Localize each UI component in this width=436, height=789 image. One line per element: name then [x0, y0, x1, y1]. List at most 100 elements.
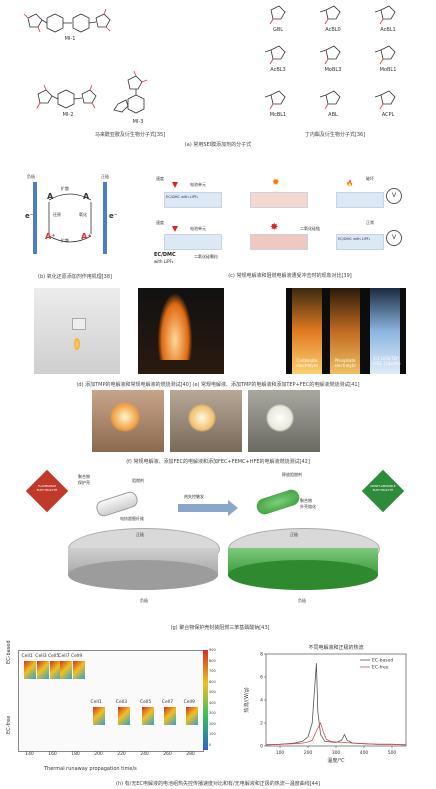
mol-label-mi3: MI-3	[132, 119, 144, 125]
legend-label: EC-free	[372, 665, 389, 671]
speed-label-2: 速度	[156, 220, 164, 225]
x-tick-label: 500	[388, 750, 397, 756]
label-lifsi-tep: 1:2 LiFSI-TEP +FEC (10wt%)	[371, 356, 401, 366]
top-cell-block	[37, 661, 50, 679]
y-tick-label: 8	[260, 652, 263, 658]
shell-label: 聚合物 保护壳	[78, 474, 90, 485]
series-line-ec-free	[265, 721, 407, 746]
colorbar-tick-label: 200	[209, 721, 216, 726]
bottom-cell-block	[185, 707, 198, 725]
x-tick-label: 180	[71, 752, 80, 757]
species-a-right: A	[83, 192, 90, 201]
x-tick-label: 140	[25, 752, 34, 757]
melt-label: 聚合物 外壳熔化	[300, 498, 316, 509]
colorbar-tick-label: 400	[209, 700, 216, 705]
fiber-capsule-right	[254, 487, 302, 517]
retardant-label: 阻燃剂	[132, 478, 144, 483]
caption-f: (f) 常规电解液、添加FEC的电解液和添加FEC+FEMC+HFE的电解液燃烧…	[126, 459, 310, 465]
bottom-cell-block	[141, 707, 154, 725]
caption-right-mol: 丁内酯及衍生物分子式[36]	[304, 132, 366, 138]
photo-tmp-burn	[34, 288, 120, 374]
caption-g: (g) 聚合物保护壳封装阻燃三苯基磷酸钠[43]	[170, 625, 270, 631]
caption-c: (c) 常规电解液和阻燃电解液遭受冲击时的现象对比[39]	[228, 273, 352, 279]
mol-label-mi2: MI-2	[62, 112, 74, 118]
diffuse-bottom: 扩散	[61, 238, 69, 243]
colorbar-tick-label: 800	[209, 658, 216, 663]
electron-left: e⁻	[25, 212, 34, 220]
bottom-cell-label: Cell5	[139, 700, 152, 705]
x-tick-label: 160	[48, 752, 57, 757]
mol-label-gbl: GBL	[272, 27, 284, 33]
mol-label-mobl1: MoBL1	[379, 67, 397, 73]
top-cell-block	[72, 661, 85, 679]
colorbar-tick-label: 0	[209, 742, 212, 747]
y-tick-label: 0	[260, 744, 263, 750]
nonflammable-text: NONFLAMMABLE ELECTROLYTE	[370, 484, 396, 492]
y-tick-label: 4	[260, 698, 263, 704]
lipf6-label: with LiPF₆	[154, 259, 174, 264]
flammable-text: FLAMMABLE ELECTROLYTE	[36, 484, 58, 492]
panel-c: EC/DMC with LiPF₆ 速度 电池单元 破坏 ✹ 🔥 V 速度 电池…	[150, 172, 420, 270]
bottom-cell-block	[117, 707, 130, 725]
x-tick-label: 280	[186, 752, 195, 757]
reduce-label: 还原	[53, 212, 61, 217]
impact-arrow-top	[172, 182, 178, 188]
label-phosphate: Phosphate electrolyte	[334, 358, 356, 368]
cell-unit-top-1	[164, 192, 222, 208]
collapse-label: 破坏	[366, 176, 374, 181]
photo-f-conventional	[92, 390, 164, 452]
trigger-label: 热失控触发	[184, 494, 204, 499]
neg-label-left: 负极	[140, 598, 148, 603]
cell-unit-bot-3	[336, 234, 384, 250]
photo-f-fec-femc-hfe	[248, 390, 320, 452]
mol-label-acbl0: AcBL0	[325, 27, 341, 33]
top-cell-block	[23, 661, 36, 679]
diffuse-top: 扩散	[61, 186, 69, 191]
x-tick-label: 240	[140, 752, 149, 757]
x-tick-label: 200	[94, 752, 103, 757]
neg-label-right: 负极	[298, 598, 306, 603]
cell-unit-top-2	[250, 192, 308, 208]
bottom-cell-block	[163, 707, 176, 725]
top-cell-label: Cell5	[47, 654, 60, 659]
impact-burst-icon: ✸	[270, 222, 279, 233]
impact-arrow-bottom	[172, 226, 178, 232]
photo-conventional-burn	[138, 288, 224, 374]
colorbar-tick-label: 700	[209, 669, 216, 673]
photo-f-fec	[170, 390, 242, 452]
legend-label: EC-based	[372, 658, 393, 664]
colorbar-tick-label: 900	[209, 648, 216, 652]
cell-unit-top-3	[336, 192, 384, 208]
y-tick-label: 6	[260, 675, 263, 681]
pos-label-left: 正极	[136, 532, 144, 537]
neg-label: 负极	[27, 174, 35, 179]
flame-large	[158, 294, 192, 360]
chart-title: 不同电解液和正极的热流	[308, 644, 363, 651]
mol-label-acpl: ACPL	[381, 112, 395, 118]
label-carbonate: Carbonate electrolyte	[296, 358, 318, 368]
x-tick-label: 300	[332, 750, 341, 756]
top-cell-label: Cell1	[21, 654, 33, 659]
fiber-label: 电纺超细纤维	[120, 516, 144, 521]
positive-electrode	[103, 182, 107, 254]
series-line-ec-based	[265, 663, 407, 746]
pos-label-right: 正极	[290, 532, 298, 537]
fire-icon-small: 🔥	[346, 180, 354, 187]
cell-unit-top-1-label: EC/DMC with LiPF₆	[166, 195, 199, 199]
mol-label-acbl1: AcBL1	[380, 27, 396, 33]
fiber-capsule-left	[94, 489, 140, 519]
oxidize-label: 氧化	[79, 212, 87, 217]
x-tick-label: 100	[276, 750, 285, 756]
bottom-cell-label: Cell3	[115, 700, 128, 705]
caption-b: (b) 氧化还原添加剂作用机理[38]	[38, 274, 112, 280]
negative-electrode	[33, 182, 37, 254]
pos-label: 正极	[101, 174, 109, 179]
trigger-arrow	[178, 504, 228, 512]
mol-label-mi1: MI-1	[64, 36, 76, 42]
electron-right: e⁻	[109, 212, 118, 220]
panel-g: FLAMMABLE ELECTROLYTE NONFLAMMABLE ELECT…	[25, 468, 408, 618]
colorbar-tick-label: 600	[209, 679, 216, 684]
x-tick-label: 220	[117, 752, 126, 757]
